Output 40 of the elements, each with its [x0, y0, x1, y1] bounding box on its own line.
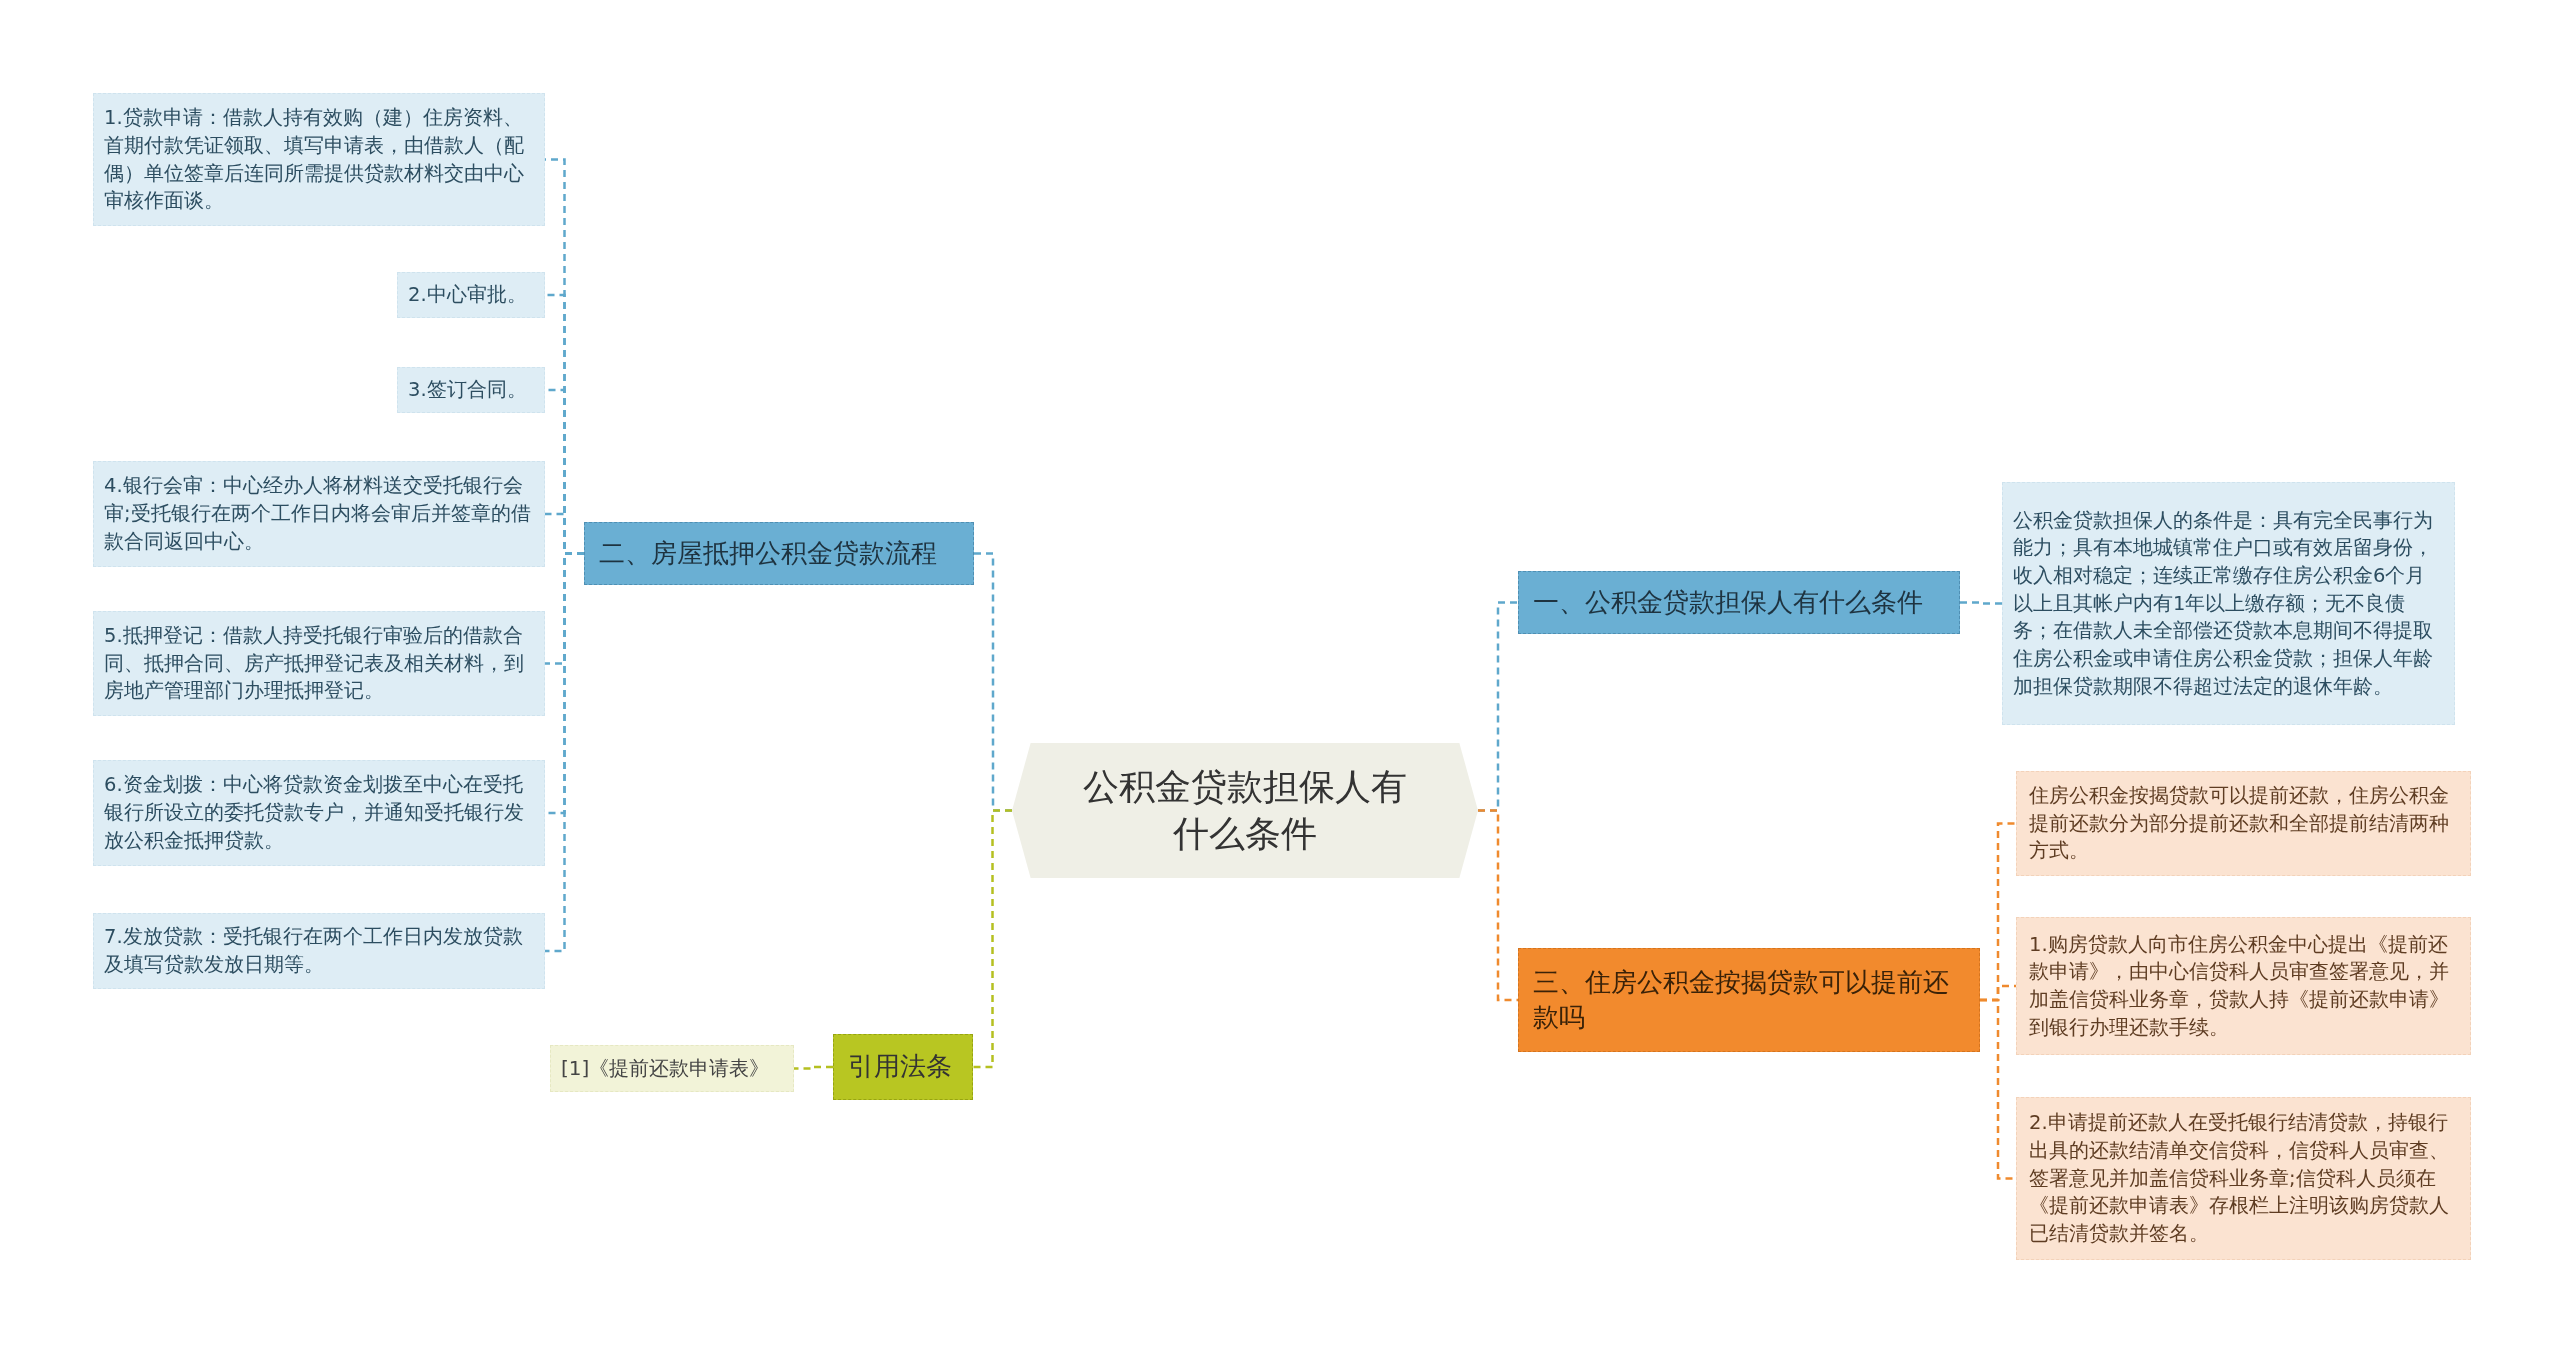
connector-line [1478, 809, 1518, 1002]
branch-topic [1518, 571, 1960, 634]
citation-text: [1]《提前还款申请表》 [561, 1055, 770, 1083]
card-text: 2.中心审批。 [408, 282, 527, 309]
connector-line [1960, 601, 2002, 605]
branch-topic [1518, 948, 1980, 1052]
branch-title: 一、公积金贷款担保人有什么条件 [1533, 585, 1923, 619]
card-text: 2.申请提前还款人在受托银行结清贷款，持银行出具的还款结清单交信贷科，信贷科人员审查、签署意见并加盖信贷科业务章;信贷科人员须在《提前还款申请表》存根栏上注明该购房贷款人已结清贷款并签名。 [2029, 1110, 2450, 1248]
card-text: 3.签订合同。 [408, 377, 527, 404]
card-text: 1.购房贷款人向市住房公积金中心提出《提前还款申请》，由中心信贷科人员审查签署意见，并加盖信贷科业务章，贷款人持《提前还款申请》到银行办理还款手续。 [2029, 931, 2450, 1041]
connector-line [1980, 998, 2016, 1180]
card-text: 7.发放贷款：受托银行在两个工作日内发放贷款及填写贷款发放日期等。 [104, 924, 524, 978]
text-card [93, 461, 545, 567]
card-text: 住房公积金按揭贷款可以提前还款，住房公积金提前还款分为部分提前还款和全部提前结清两种方式。 [2029, 782, 2450, 865]
text-card [397, 272, 545, 318]
citation-card [550, 1045, 794, 1092]
text-card [93, 611, 545, 716]
text-card [93, 760, 545, 866]
text-card [93, 93, 545, 226]
connector-line [794, 1065, 833, 1070]
card-text: 公积金贷款担保人的条件是：具有完全民事行为能力；具有本地城镇常住户口或有效居留身份，收入相对稳定；连续正常缴存住房公积金6个月以上且其帐户内有1年以上缴存额；无不良债务；在借款人未全部偿还贷款本息期间不得提取住房公积金或申请住房公积金贷款；担保人年龄加担保贷款期限不得超过法定的退休年龄。 [2013, 507, 2434, 700]
card-text: 4.银行会审：中心经办人将材料送交受托银行会审;受托银行在两个工作日内将会审后并签章的借款合同返回中心。 [104, 473, 532, 555]
branch-topic [584, 522, 974, 585]
central-topic-hexagon [1012, 743, 1478, 878]
branch-title: 三、住房公积金按揭贷款可以提前还款吗 [1533, 965, 1950, 1034]
text-card [2016, 1097, 2471, 1260]
card-text: 5.抵押登记：借款人持受托银行审验后的借款合同、抵押合同、房产抵押登记表及相关材料，到房地产管理部门办理抵押登记。 [104, 622, 525, 705]
text-card [2002, 482, 2455, 725]
topic-title: 公积金贷款担保人有什么条件 [1082, 764, 1408, 856]
card-text: 1.贷款申请：借款人持有效购（建）住房资料、首期付款凭证领取、填写申请表，由借款人（配偶）单位签章后连同所需提供贷款材料交由中心审核作面谈。 [104, 105, 525, 215]
connector-line [545, 552, 584, 953]
text-card [93, 913, 545, 989]
branch-topic [833, 1034, 973, 1100]
branch-title: 二、房屋抵押公积金贷款流程 [599, 536, 937, 570]
card-text: 6.资金划拨：中心将贷款资金划拨至中心在受托银行所设立的委托贷款专户，并通知受托银行发放公积金抵押贷款。 [104, 772, 525, 854]
text-card [397, 367, 545, 413]
connector-line [973, 809, 1012, 1069]
text-card [2016, 771, 2471, 876]
text-card [2016, 917, 2471, 1055]
branch-title: 引用法条 [848, 1050, 952, 1084]
